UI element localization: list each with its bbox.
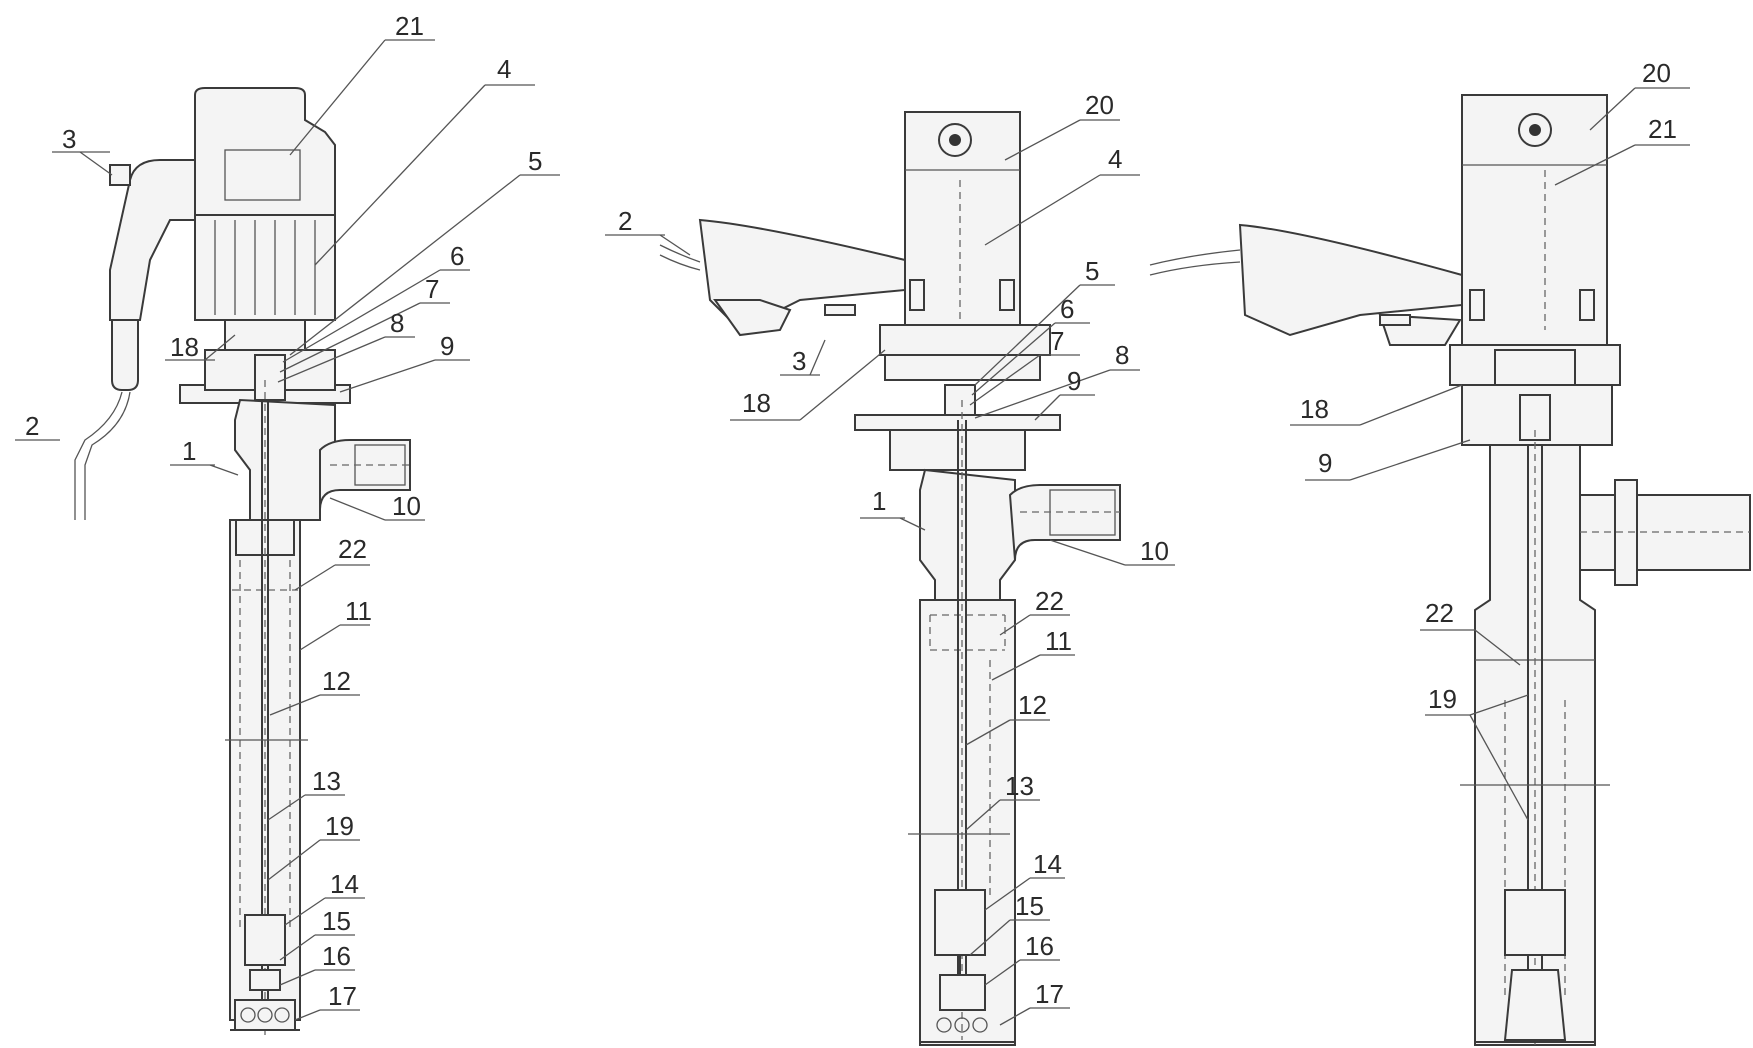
callout-mid-12: 12 [1018,690,1047,720]
label-left-15: 15 [279,906,355,961]
label-left-19: 19 [267,811,360,881]
label-mid-10: 10 [1049,536,1175,566]
label-mid-11: 11 [991,626,1075,681]
label-mid-12: 12 [965,690,1050,746]
label-left-4: 4 [314,54,535,266]
label-left-21: 21 [289,11,435,156]
callout-left-19: 19 [325,811,354,841]
label-left-9: 9 [339,331,470,393]
callout-left-17: 17 [328,981,357,1011]
callout-left-8: 8 [390,308,404,338]
callout-mid-4: 4 [1108,144,1122,174]
label-left-18: 18 [165,332,236,362]
label-mid-9: 9 [1034,366,1095,421]
label-mid-5: 5 [974,256,1115,386]
callout-mid-22: 22 [1035,586,1064,616]
label-left-5: 5 [289,146,560,356]
label-right-19: 19 [1425,684,1529,821]
label-left-14: 14 [284,869,365,926]
callout-left-1: 1 [182,436,196,466]
callout-left-10: 10 [392,491,421,521]
label-left-12: 12 [269,666,360,716]
label-mid-6: 6 [971,294,1090,396]
callout-mid-2: 2 [618,206,632,236]
callout-mid-10: 10 [1140,536,1169,566]
label-mid-7: 7 [969,326,1080,406]
callout-left-14: 14 [330,869,359,899]
label-left-13: 13 [267,766,345,821]
callout-mid-20: 20 [1085,90,1114,120]
label-mid-15: 15 [969,891,1050,956]
label-right-18: 18 [1290,384,1463,426]
label-left-3: 3 [52,124,113,176]
label-mid-2: 2 [605,206,691,256]
callout-mid-1: 1 [872,486,886,516]
callout-mid-14: 14 [1033,849,1062,879]
callout-right-9: 9 [1318,448,1332,478]
callout-mid-13: 13 [1005,771,1034,801]
pump-left: 21 4 3 5 6 7 8 9 [15,11,560,1040]
callout-left-9: 9 [440,331,454,361]
callout-mid-17: 17 [1035,979,1064,1009]
label-mid-3: 3 [780,339,826,376]
label-right-9: 9 [1305,439,1471,481]
label-mid-13: 13 [965,771,1040,831]
label-left-2: 2 [15,411,60,441]
label-mid-8: 8 [974,340,1140,419]
callout-right-18: 18 [1300,394,1329,424]
label-mid-20: 20 [1004,90,1120,161]
callout-left-13: 13 [312,766,341,796]
label-mid-17: 17 [999,979,1070,1026]
label-left-7: 7 [279,274,450,373]
label-left-16: 16 [279,941,355,986]
callout-mid-16: 16 [1025,931,1054,961]
callout-mid-6: 6 [1060,294,1074,324]
callout-left-4: 4 [497,54,511,84]
callout-mid-7: 7 [1050,326,1064,356]
callout-left-3: 3 [62,124,76,154]
callout-left-11: 11 [345,596,372,626]
callout-mid-18: 18 [742,388,771,418]
callout-right-21: 21 [1648,114,1677,144]
callout-mid-9: 9 [1067,366,1081,396]
callout-left-16: 16 [322,941,351,971]
pump-right: 20 21 18 9 22 19 [1149,58,1751,1046]
label-right-20: 20 [1589,58,1690,131]
label-mid-22: 22 [999,586,1070,636]
callout-right-20: 20 [1642,58,1671,88]
label-left-1: 1 [170,436,239,476]
callout-right-19: 19 [1428,684,1457,714]
callout-left-15: 15 [322,906,351,936]
callout-left-21: 21 [395,11,424,41]
label-left-22: 22 [294,534,370,591]
callout-mid-15: 15 [1015,891,1044,921]
callout-right-22: 22 [1425,598,1454,628]
callout-mid-8: 8 [1115,340,1129,370]
callout-left-5: 5 [528,146,542,176]
label-left-8: 8 [277,308,415,383]
callout-left-7: 7 [425,274,439,304]
callout-left-22: 22 [338,534,367,564]
label-mid-14: 14 [984,849,1065,911]
label-right-22: 22 [1420,598,1521,666]
label-mid-1: 1 [860,486,926,531]
callout-mid-5: 5 [1085,256,1099,286]
callout-left-2: 2 [25,411,39,441]
callout-left-12: 12 [322,666,351,696]
pump-middle: 20 4 2 5 6 7 8 9 [605,90,1175,1046]
label-left-17: 17 [294,981,360,1021]
label-left-11: 11 [299,596,372,651]
label-left-6: 6 [282,241,470,363]
callout-mid-3: 3 [792,346,806,376]
callout-left-6: 6 [450,241,464,271]
label-mid-18: 18 [730,349,886,421]
callout-mid-11: 11 [1045,626,1072,656]
label-right-21: 21 [1554,114,1690,186]
label-mid-4: 4 [984,144,1140,246]
label-left-10: 10 [329,491,425,521]
callout-left-18: 18 [170,332,199,362]
label-mid-16: 16 [984,931,1060,986]
